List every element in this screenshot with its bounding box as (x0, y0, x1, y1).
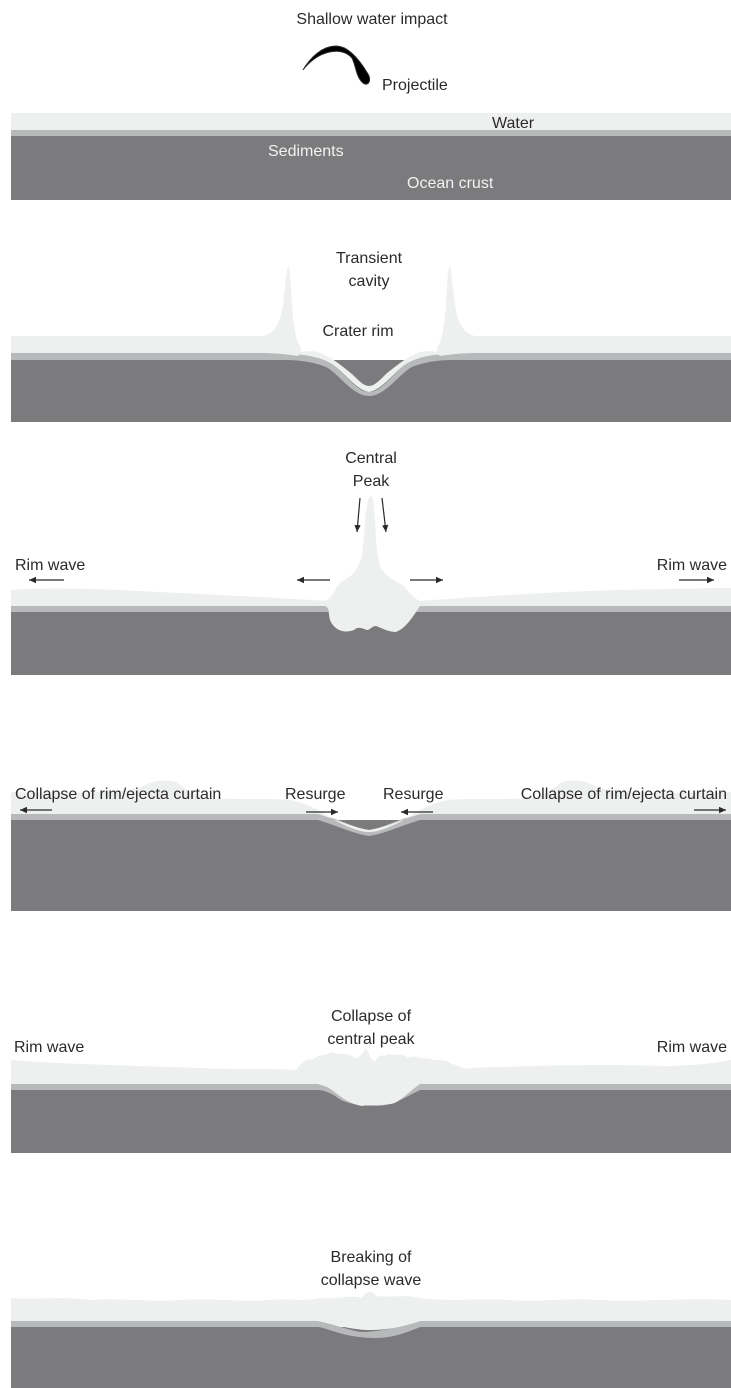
rim-wave-left-label: Rim wave (15, 557, 85, 574)
sediment-layer (11, 1321, 731, 1338)
sediment-layer (11, 1084, 731, 1106)
projectile-label: Projectile (382, 77, 448, 94)
water-layer (11, 113, 731, 130)
projectile-icon (302, 45, 371, 85)
water-left (11, 266, 301, 356)
collapse-peak-label-2: central peak (327, 1031, 415, 1048)
water-right (437, 266, 731, 356)
panel-2-transient-cavity: Transient cavity Crater rim (11, 250, 731, 422)
panel-5-collapse-central-peak: Collapse of central peak Rim wave Rim wa… (11, 1008, 731, 1153)
water-label: Water (492, 115, 535, 132)
central-peak-label-1: Central (345, 450, 397, 467)
rim-wave-right-label: Rim wave (657, 1039, 727, 1056)
water-layer (11, 780, 731, 832)
water-layer (11, 1291, 731, 1330)
rim-wave-right-label: Rim wave (657, 557, 727, 574)
diagram-title: Shallow water impact (296, 11, 448, 28)
breaking-label-2: collapse wave (321, 1272, 422, 1289)
water-central-peak (11, 496, 731, 632)
resurge-left-label: Resurge (285, 786, 346, 803)
panel-6-breaking-wave: Breaking of collapse wave (11, 1249, 731, 1388)
panel-3-central-peak: Central Peak Rim wave Rim wave (11, 450, 731, 675)
arrow-peak-left (354, 497, 361, 533)
rim-wave-left-label: Rim wave (14, 1039, 84, 1056)
crater-floor-melt (292, 351, 446, 392)
breaking-label-1: Breaking of (331, 1249, 412, 1266)
arrow-peak-right (381, 497, 389, 533)
sediment-layer (11, 130, 731, 136)
sediment-layer (11, 814, 731, 836)
sediments-label: Sediments (268, 143, 344, 160)
crater-rim-label: Crater rim (322, 323, 393, 340)
collapse-peak-label-1: Collapse of (331, 1008, 412, 1025)
transient-cavity-label-2: cavity (349, 273, 390, 290)
central-peak-label-2: Peak (353, 473, 390, 490)
ocean-crust-label: Ocean crust (407, 175, 494, 192)
resurge-right-label: Resurge (383, 786, 444, 803)
transient-cavity-label-1: Transient (336, 250, 403, 267)
collapse-right-label: Collapse of rim/ejecta curtain (521, 786, 727, 803)
water-layer (11, 1048, 731, 1106)
ocean-crust-layer (11, 136, 731, 200)
collapse-left-label: Collapse of rim/ejecta curtain (15, 786, 221, 803)
sediment-layer (11, 353, 731, 396)
panel-1-initial: Projectile Water Sediments Ocean crust (11, 45, 731, 200)
panel-4-collapse-resurge: Collapse of rim/ejecta curtain Resurge R… (11, 780, 731, 911)
